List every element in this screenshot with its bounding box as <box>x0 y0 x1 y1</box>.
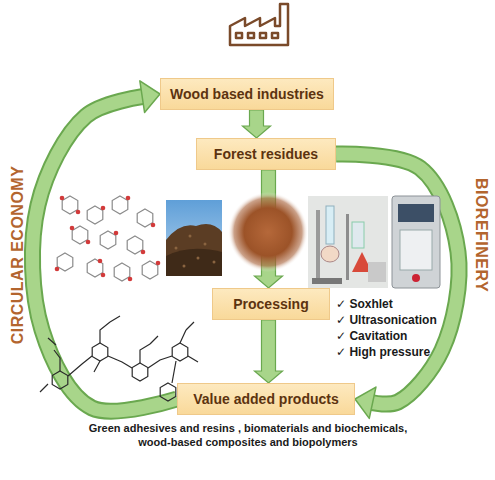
box-label: Processing <box>233 296 308 312</box>
block-arrow <box>255 320 283 383</box>
powder-photo <box>228 192 308 272</box>
cycle-arrow-body <box>32 97 177 412</box>
process-box: Processing <box>212 288 330 320</box>
lignin-structure <box>40 316 198 401</box>
cycle-label: BIOREFINERY <box>472 178 490 292</box>
process-box: Forest residues <box>196 138 336 170</box>
chemical-structure <box>55 196 161 282</box>
box-label: Forest residues <box>214 146 318 162</box>
arrow-head <box>355 387 376 418</box>
product-note: Green adhesives and resins , biomaterial… <box>78 422 418 450</box>
method-item: ✓ Soxhlet <box>336 297 476 312</box>
connector-layer <box>32 81 459 419</box>
flow-arrow <box>255 320 283 383</box>
wood-chips-photo <box>166 200 222 276</box>
lab-equipment-photo <box>308 196 440 288</box>
process-box: Value added products <box>177 383 355 415</box>
box-label: Wood based industries <box>170 86 324 102</box>
cycle-label: CIRCULAR ECONOMY <box>9 166 27 345</box>
box-label: Value added products <box>193 391 338 407</box>
flow-arrow <box>243 110 271 138</box>
flow-arrow <box>32 81 177 411</box>
block-arrow <box>243 110 271 138</box>
arrow-head <box>140 81 160 113</box>
process-box: Wood based industries <box>160 78 334 110</box>
method-item: ✓ Cavitation <box>336 329 476 344</box>
method-item: ✓ High pressure <box>336 345 476 360</box>
cycle-arrow-outline <box>32 97 177 412</box>
method-item: ✓ Ultrasonication <box>336 313 476 328</box>
factory-icon <box>230 4 288 45</box>
